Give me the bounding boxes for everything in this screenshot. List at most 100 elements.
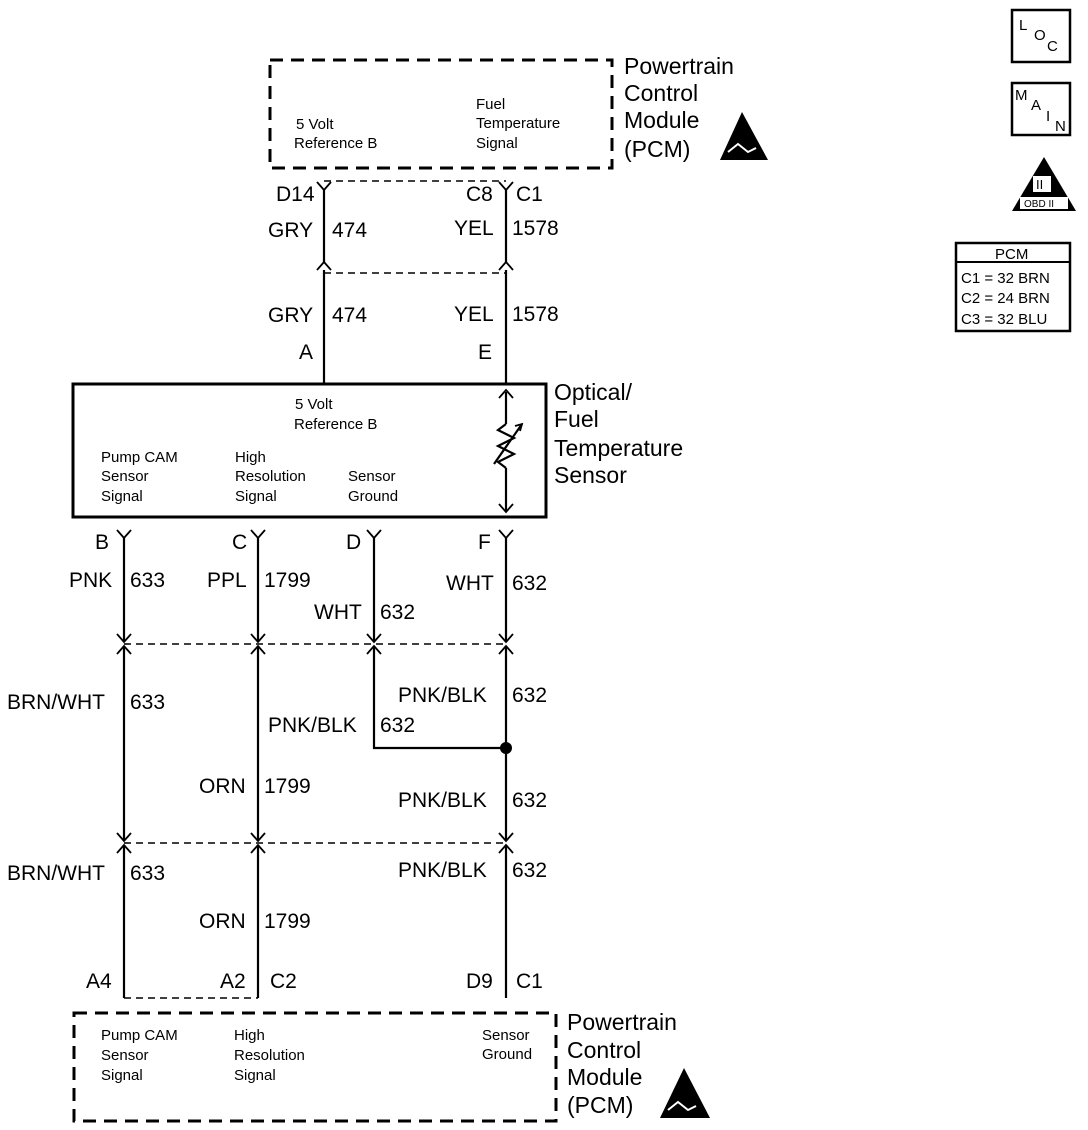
- wire-orn-color-2: ORN: [199, 910, 246, 933]
- wire-ppl-color: PPL: [207, 569, 247, 592]
- wire-474-circuit-mid: 474: [332, 304, 367, 327]
- wire-yel-color-top: YEL: [454, 217, 494, 240]
- sensor-pin-d: D: [346, 531, 361, 554]
- pcm-bottom-name-2: Control: [567, 1037, 641, 1063]
- pcm-top-pin2-label-1: Fuel: [476, 96, 505, 113]
- wire-632-circuit-f1: 632: [512, 684, 547, 707]
- pcm-top-name-4: (PCM): [624, 136, 690, 162]
- sensor-high-label-2: Resolution: [235, 468, 306, 485]
- wire-1799-path: [250, 529, 266, 998]
- wire-633-path: [116, 529, 132, 998]
- svg-text:A: A: [1031, 97, 1041, 114]
- sensor-pump-label-2: Sensor: [101, 468, 149, 485]
- wire-pnk-color: PNK: [69, 569, 112, 592]
- wire-632-circuit-f3: 632: [512, 859, 547, 882]
- wire-wht-color-d: WHT: [314, 601, 362, 624]
- wire-1578-path: [498, 181, 514, 384]
- wire-632-circuit-d: 632: [380, 601, 415, 624]
- wire-orn-color-1: ORN: [199, 775, 246, 798]
- esd-warning-icon: [720, 112, 768, 160]
- pcm-bottom-pump-label-1: Pump CAM: [101, 1027, 178, 1044]
- wire-632-f-path: [498, 529, 514, 998]
- sensor-pump-label-3: Signal: [101, 488, 143, 505]
- pcm-connector-table: PCM C1 = 32 BRN C2 = 24 BRN C3 = 32 BLU: [954, 241, 1072, 333]
- wire-pnkblk-color-f3: PNK/BLK: [398, 859, 487, 882]
- wire-gry-color-mid: GRY: [268, 304, 313, 327]
- svg-text:L: L: [1019, 17, 1027, 34]
- svg-text:C2 = 24 BRN: C2 = 24 BRN: [961, 290, 1050, 307]
- pcm-top-name-2: Control: [624, 80, 698, 106]
- pcm-top-connector-c1: C1: [516, 183, 543, 206]
- wire-633-circuit-2: 633: [130, 691, 165, 714]
- pcm-bottom-ground-label-1: Sensor: [482, 1027, 530, 1044]
- sensor-pin-a: A: [299, 341, 313, 364]
- wire-1799-circuit-1: 1799: [264, 569, 311, 592]
- wire-brnwht-color-2: BRN/WHT: [7, 862, 105, 885]
- wire-632-circuit-f: 632: [512, 572, 547, 595]
- sensor-ref-label-2: Reference B: [294, 416, 377, 433]
- sensor-pin-c: C: [232, 531, 247, 554]
- pcm-bottom-name-1: Powertrain: [567, 1009, 677, 1035]
- wire-yel-color-mid: YEL: [454, 303, 494, 326]
- pcm-top-name-3: Module: [624, 107, 699, 133]
- pcm-top-cavity-d14: D14: [276, 183, 315, 206]
- pcm-top-pin2-label-2: Temperature: [476, 115, 560, 132]
- sensor-pump-label-1: Pump CAM: [101, 449, 178, 466]
- pcm-bottom-cavity-a2: A2: [220, 970, 246, 993]
- pcm-top-pin1-label-2: Reference B: [294, 135, 377, 152]
- main-icon[interactable]: M A I N: [1010, 81, 1072, 137]
- wire-pnkblk-color-d: PNK/BLK: [268, 714, 357, 737]
- svg-text:OBD II: OBD II: [1024, 199, 1054, 210]
- pcm-bottom-high-label-1: High: [234, 1027, 265, 1044]
- wire-1799-circuit-3: 1799: [264, 910, 311, 933]
- pcm-bottom-name-3: Module: [567, 1064, 642, 1090]
- obd-ii-icon[interactable]: II OBD II: [1012, 157, 1076, 211]
- sensor-high-label-1: High: [235, 449, 266, 466]
- splice-point: [500, 742, 512, 754]
- wire-632-d-path: [366, 529, 506, 750]
- loc-icon[interactable]: L O C: [1010, 8, 1072, 64]
- pcm-bottom-pump-label-2: Sensor: [101, 1047, 149, 1064]
- sensor-ground-label-1: Sensor: [348, 468, 396, 485]
- svg-text:II: II: [1036, 177, 1043, 192]
- wire-pnkblk-color-f1: PNK/BLK: [398, 684, 487, 707]
- pcm-bottom-connector-c1: C1: [516, 970, 543, 993]
- svg-text:C1 = 32 BRN: C1 = 32 BRN: [961, 270, 1050, 287]
- wire-632-circuit-d2: 632: [380, 714, 415, 737]
- sensor-pin-f: F: [478, 531, 491, 554]
- wire-632-circuit-f2: 632: [512, 789, 547, 812]
- pcm-top-pin1-label-1: 5 Volt: [296, 116, 334, 133]
- esd-warning-icon-bottom: [660, 1068, 710, 1118]
- pcm-bottom-cavity-a4: A4: [86, 970, 112, 993]
- wire-633-circuit-3: 633: [130, 862, 165, 885]
- sensor-ref-label-1: 5 Volt: [295, 396, 333, 413]
- wire-633-circuit-1: 633: [130, 569, 165, 592]
- svg-text:C3 = 32 BLU: C3 = 32 BLU: [961, 311, 1047, 328]
- sensor-name-2: Fuel: [554, 406, 599, 432]
- pcm-bottom-name-4: (PCM): [567, 1092, 633, 1118]
- pcm-top-box: [268, 58, 614, 170]
- pcm-bottom-connector-c2: C2: [270, 970, 297, 993]
- wire-1578-circuit-top: 1578: [512, 217, 559, 240]
- sensor-name-4: Sensor: [554, 462, 627, 488]
- svg-text:C: C: [1047, 38, 1058, 55]
- pcm-bottom-ground-label-2: Ground: [482, 1046, 532, 1063]
- svg-text:PCM: PCM: [995, 246, 1028, 263]
- wire-brnwht-color-1: BRN/WHT: [7, 691, 105, 714]
- wire-1799-circuit-2: 1799: [264, 775, 311, 798]
- sensor-name-3: Temperature: [554, 435, 683, 461]
- svg-text:I: I: [1046, 108, 1050, 125]
- wire-474-path: [316, 181, 332, 384]
- pcm-bottom-high-label-3: Signal: [234, 1067, 276, 1084]
- pcm-bottom-high-label-2: Resolution: [234, 1047, 305, 1064]
- sensor-box: [71, 382, 548, 519]
- sensor-high-label-3: Signal: [235, 488, 277, 505]
- pcm-top-pin2-label-3: Signal: [476, 135, 518, 152]
- sensor-pin-e: E: [478, 341, 492, 364]
- wire-wht-color-f: WHT: [446, 572, 494, 595]
- svg-text:M: M: [1015, 87, 1028, 104]
- sensor-ground-label-2: Ground: [348, 488, 398, 505]
- sensor-pin-b: B: [95, 531, 109, 554]
- pcm-bottom-box: [72, 1011, 558, 1123]
